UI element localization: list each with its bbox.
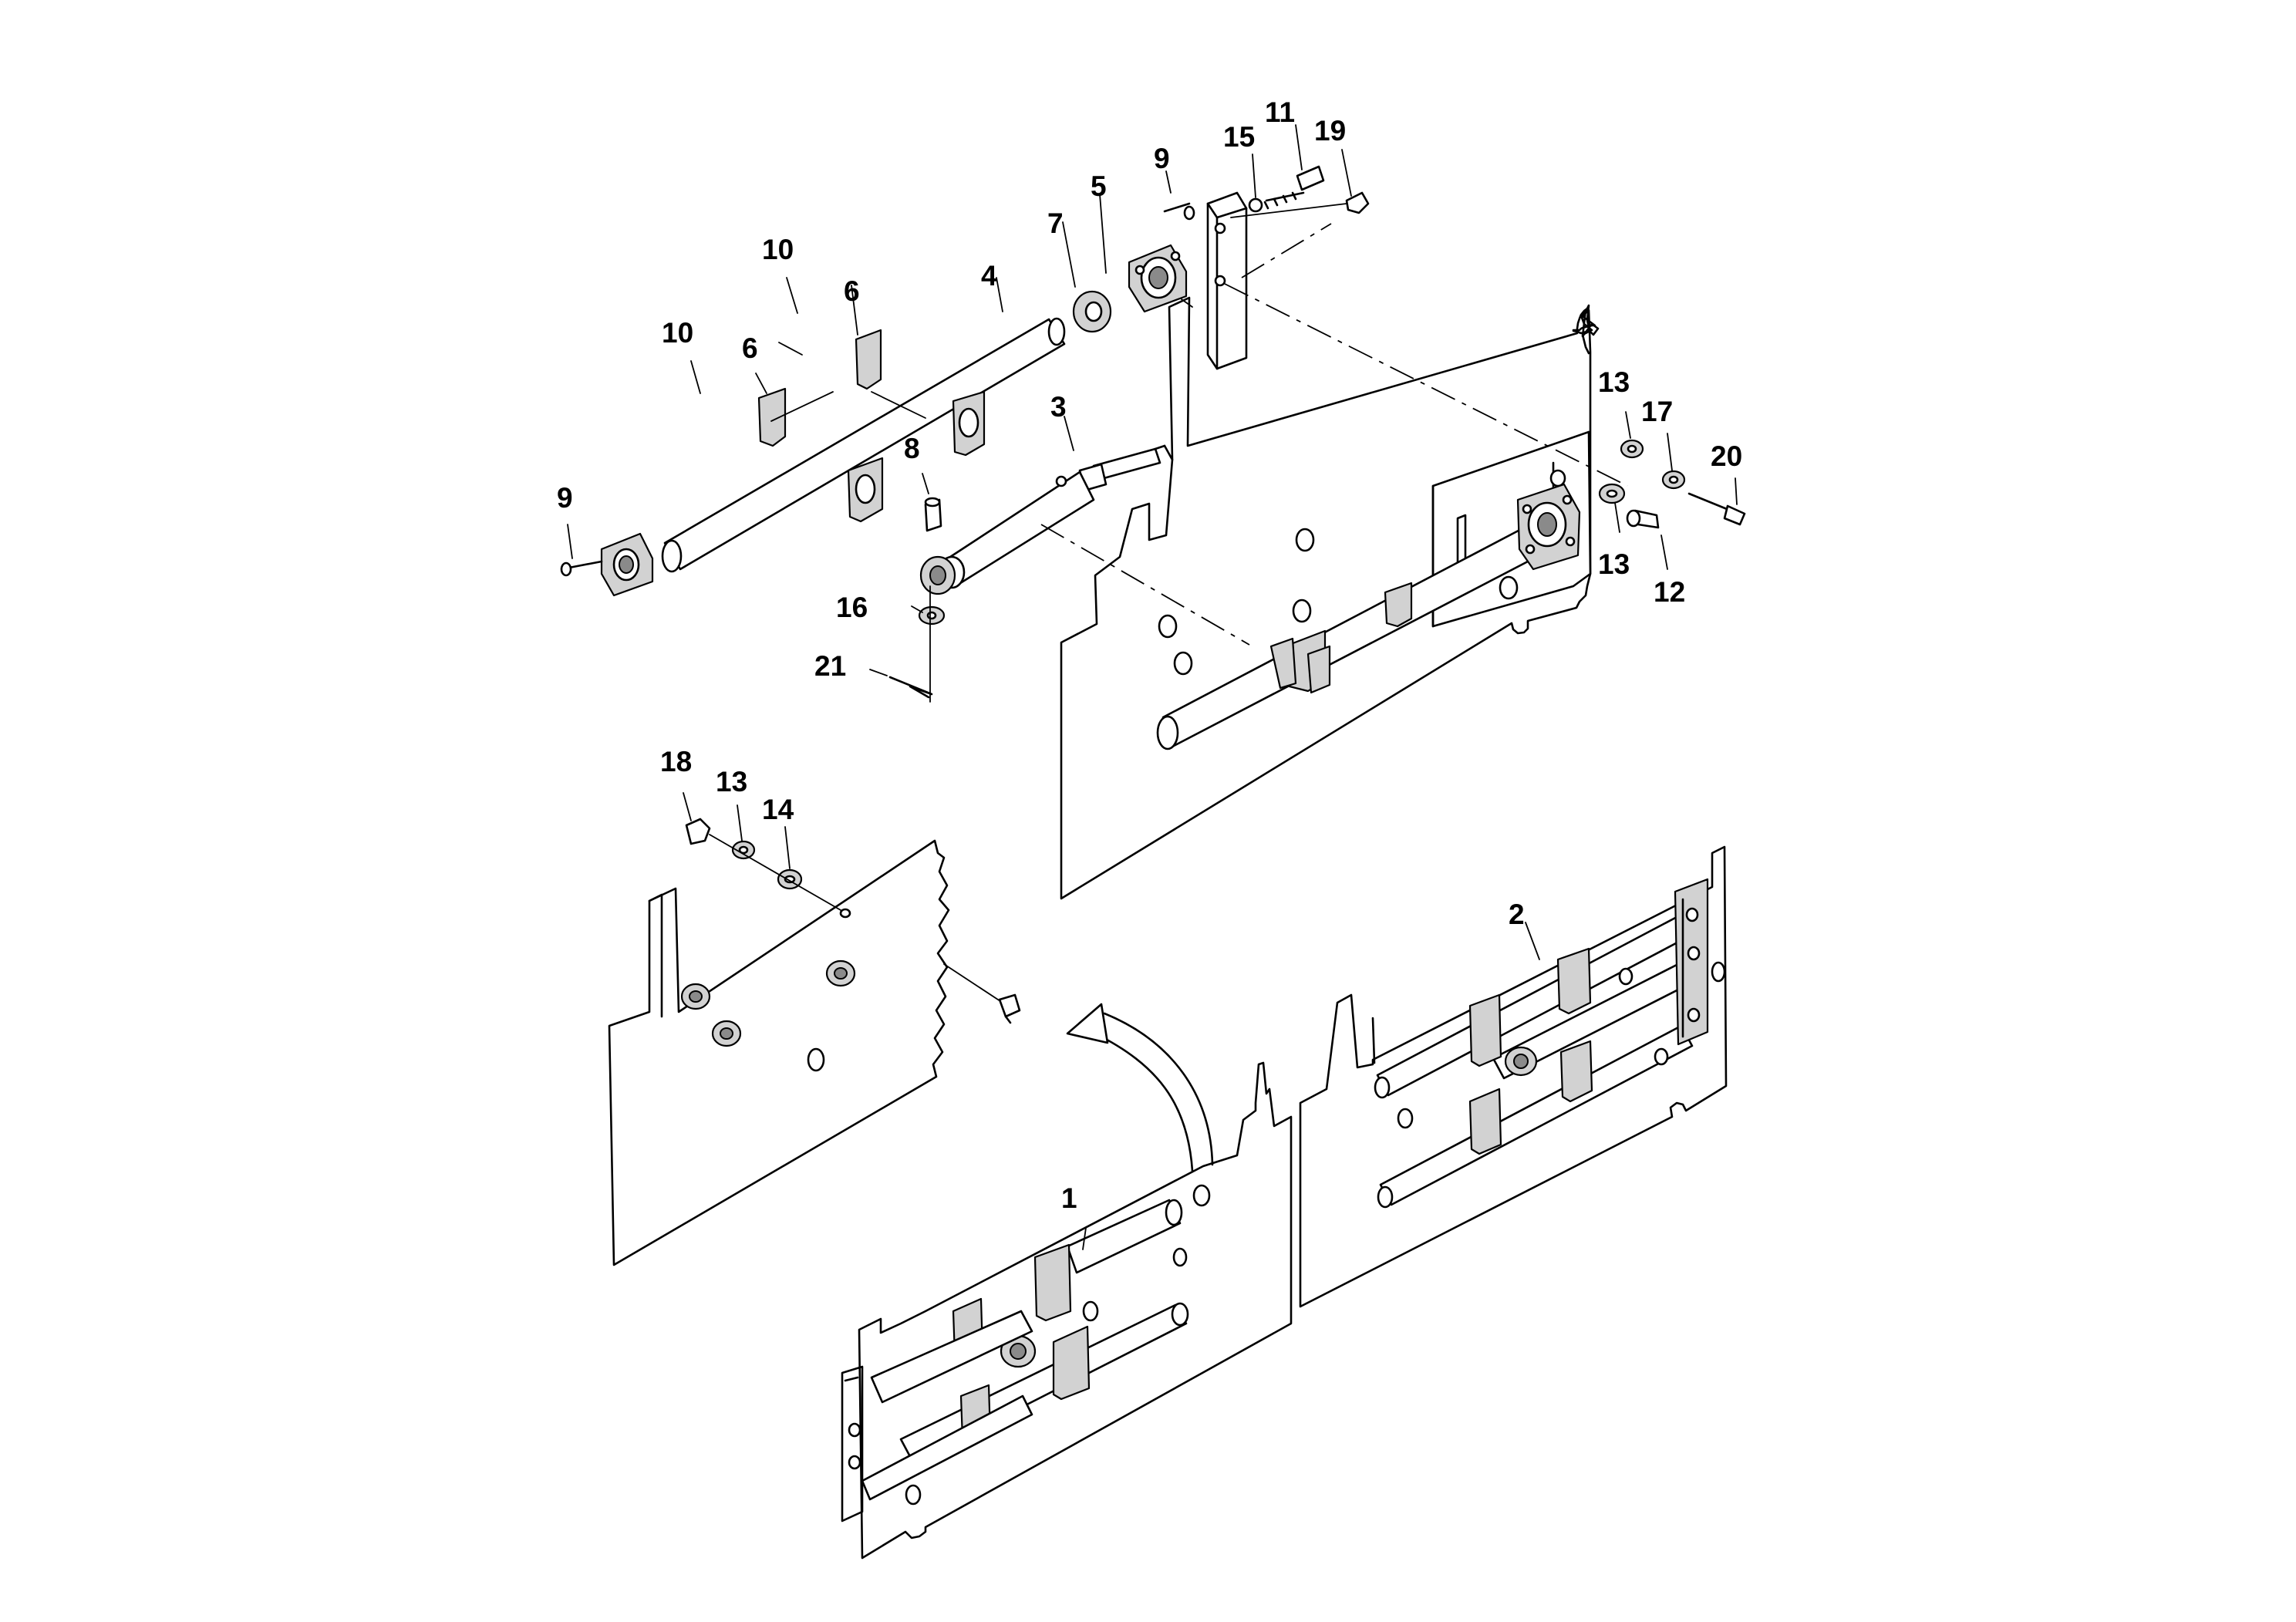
right-hardware (1598, 439, 1746, 529)
callout-10a: 10 (762, 234, 794, 265)
flange-left (560, 532, 654, 597)
callout-14: 14 (762, 794, 794, 825)
callout-20: 20 (1711, 440, 1742, 472)
seal-7 (1072, 290, 1112, 333)
clamp-blocks-6 (757, 329, 986, 523)
upper-side-plate (1060, 296, 1600, 900)
top-hardware (1163, 165, 1370, 221)
callout-4: 4 (981, 260, 997, 292)
callout-13a: 13 (1598, 366, 1630, 398)
assembly-1 (841, 1003, 1293, 1560)
callout-6a: 6 (844, 275, 860, 307)
leader-lines (567, 124, 1738, 1250)
washer-clip (888, 585, 946, 703)
callout-13c: 13 (716, 766, 747, 798)
callout-15: 15 (1223, 121, 1255, 153)
callout-13b: 13 (1598, 548, 1630, 580)
callout-7: 7 (1047, 207, 1064, 239)
callout-3: 3 (1050, 391, 1067, 423)
callout-9b: 9 (557, 482, 573, 514)
callout-1: 1 (1061, 1182, 1077, 1214)
callout-12: 12 (1654, 576, 1685, 608)
assembly-2 (1299, 845, 1728, 1308)
callout-16: 16 (836, 592, 868, 623)
callout-6b: 6 (742, 332, 758, 364)
callout-19: 19 (1314, 115, 1346, 147)
cylinder-3 (919, 444, 1174, 595)
callout-5: 5 (1091, 170, 1107, 202)
callout-21: 21 (814, 650, 846, 682)
callout-9a: 9 (1154, 143, 1170, 174)
middle-hardware (685, 818, 841, 911)
bearing-housing-5 (1128, 244, 1188, 313)
callout-labels: 1 2 3 4 5 6 6 7 8 9 9 10 10 11 12 13 13 … (557, 96, 1742, 1214)
vertical-mount-bar (1206, 191, 1248, 370)
pin-8 (924, 497, 942, 532)
shaft-4 (661, 317, 1066, 573)
assembly-lines (770, 223, 1628, 646)
callout-11: 11 (1265, 96, 1295, 128)
cutaway-plate (608, 839, 1021, 1266)
callout-18: 18 (660, 746, 692, 777)
callout-10b: 10 (662, 317, 693, 349)
callout-2: 2 (1509, 899, 1525, 930)
callout-8: 8 (904, 433, 920, 464)
callout-17: 17 (1641, 396, 1673, 427)
